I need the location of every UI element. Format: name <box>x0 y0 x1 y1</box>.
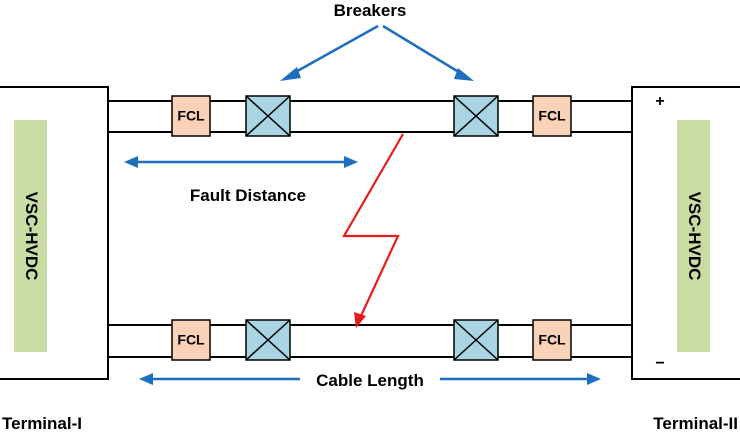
vsc-label-left: VSC-HVDC <box>22 192 41 281</box>
fcl-label: FCL <box>177 108 205 124</box>
fault-distance-arrow <box>124 156 358 168</box>
minus-sign: − <box>655 355 664 372</box>
fcl-bottom-right: FCL <box>532 319 572 361</box>
fcl-label: FCL <box>538 108 566 124</box>
breaker-bottom-left <box>245 319 291 361</box>
terminal-left-label: Terminal-I <box>2 414 82 433</box>
breaker-top-left <box>245 95 291 137</box>
breaker-top-right <box>453 95 499 137</box>
vsc-label-right: VSC-HVDC <box>685 192 704 281</box>
fcl-label: FCL <box>177 332 205 348</box>
terminal-right-label: Terminal-II <box>653 414 738 433</box>
terminal-left-box <box>0 86 109 380</box>
plus-sign: + <box>655 93 664 110</box>
fcl-top-right: FCL <box>532 95 572 137</box>
fault-lightning-icon <box>342 133 404 328</box>
fcl-bottom-left: FCL <box>171 319 211 361</box>
fault-distance-label: Fault Distance <box>190 186 306 205</box>
cable-length-label-bg <box>300 368 440 390</box>
vsc-block-right <box>677 120 710 352</box>
breaker-pointer-right <box>382 24 474 81</box>
breaker-pointer-left <box>280 24 379 81</box>
breakers-label: Breakers <box>334 1 407 20</box>
vsc-block-left <box>14 120 47 352</box>
breaker-bottom-right <box>453 319 499 361</box>
fcl-label: FCL <box>538 332 566 348</box>
cable-length-label: Cable Length <box>316 371 424 390</box>
fcl-top-left: FCL <box>171 95 211 137</box>
terminal-right-box <box>631 86 740 380</box>
